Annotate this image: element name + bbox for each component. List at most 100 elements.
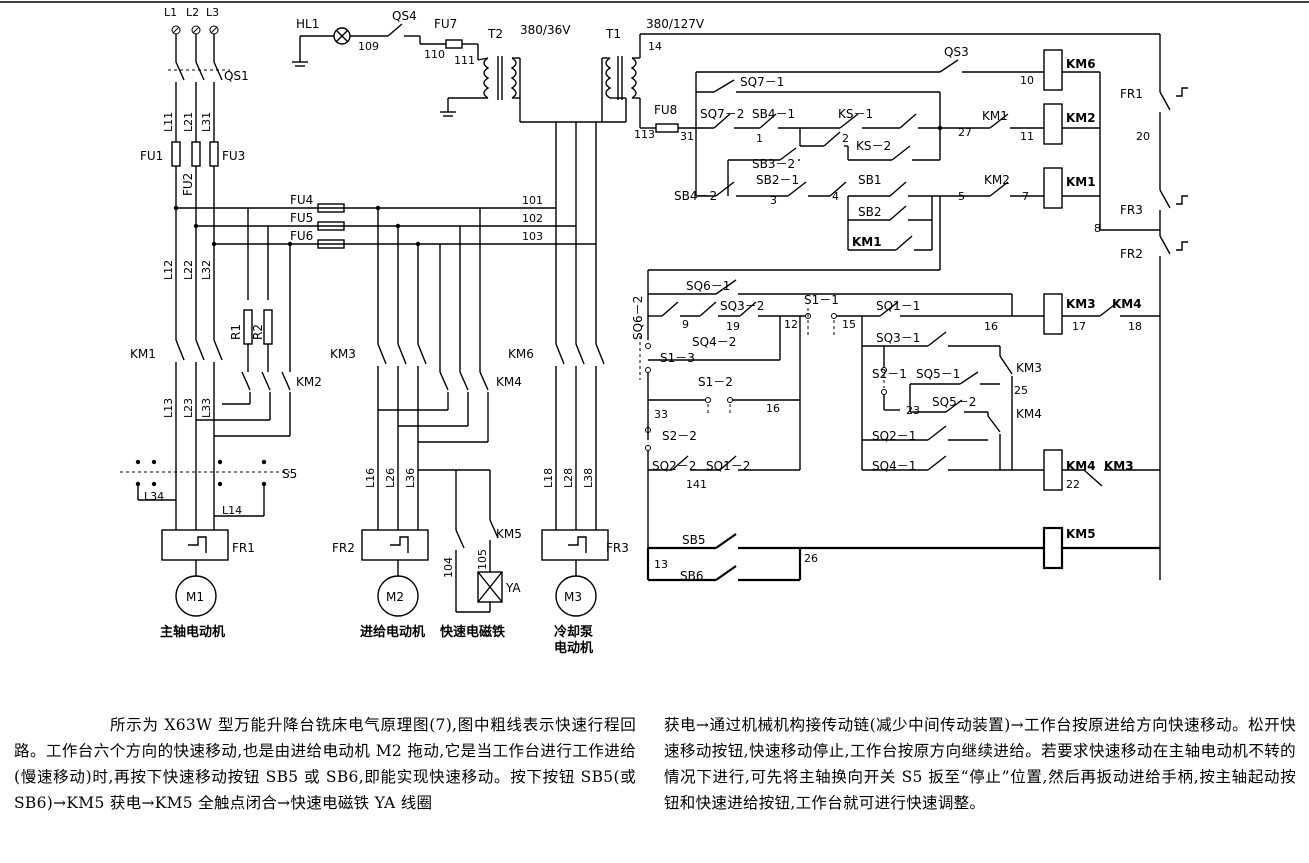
label-t2: T2: [487, 27, 503, 41]
label-l13: L13: [162, 398, 175, 418]
label-r1: R1: [229, 324, 243, 340]
label-s5: S5: [282, 467, 297, 481]
control-circuit-lower: [639, 270, 1160, 582]
label-qs4: QS4: [392, 9, 417, 23]
label-l3: L3: [206, 6, 219, 19]
labels: L1 L2 L3 QS1 L11 L21 L31 FU1 FU2 FU3 L12…: [130, 6, 1150, 656]
label-33: 33: [654, 408, 668, 421]
label-sq4-2: SQ4－2: [692, 335, 736, 349]
label-20: 20: [1136, 130, 1150, 143]
label-qs3: QS3: [944, 45, 969, 59]
label-fr1: FR1: [232, 541, 255, 555]
label-sq3-2: SQ3－2: [720, 299, 764, 313]
label-s1-2: S1－2: [698, 375, 733, 389]
fuse-fu3: [209, 141, 219, 167]
label-16b: 16: [766, 402, 780, 415]
coil-km6: [1043, 49, 1063, 91]
label-l23: L23: [182, 398, 195, 418]
label-sb1: SB1: [858, 173, 881, 187]
label-110: 110: [424, 48, 445, 61]
label-sq5-1: SQ5－1: [916, 367, 960, 381]
label-t1: T1: [605, 27, 621, 41]
label-l32: L32: [200, 260, 213, 280]
motor-m3: [555, 575, 597, 617]
label-fu8: FU8: [654, 103, 677, 117]
label-km3-aux: KM3: [1016, 361, 1042, 375]
fuse-fu4: [317, 203, 345, 213]
label-fu2: FU2: [181, 173, 195, 196]
transformer-section: [292, 23, 1160, 133]
label-sq3-1: SQ3－1: [876, 331, 920, 345]
fr1-contact-hook: [1176, 87, 1188, 97]
label-sq6-1: SQ6－1: [686, 279, 730, 293]
label-m1: M1: [186, 590, 204, 604]
label-l12: L12: [162, 260, 175, 280]
label-km4: KM4: [496, 375, 522, 389]
label-sq4-1: SQ4－1: [872, 459, 916, 473]
label-sq2-1: SQ2－1: [872, 429, 916, 443]
label-sb4-1: SB4－1: [752, 107, 795, 121]
label-sq2-2: SQ2－2: [652, 459, 696, 473]
label-ya: YA: [505, 581, 521, 595]
label-sq5-2: SQ5－2: [932, 395, 976, 409]
label-141: 141: [686, 478, 707, 491]
power-circuit: [120, 25, 609, 617]
caption-feed-motor: 进给电动机: [360, 624, 425, 640]
label-l26: L26: [384, 468, 397, 488]
label-16: 16: [984, 320, 998, 333]
transformer-t2-secondary: [483, 57, 490, 99]
coil-km3: [1043, 293, 1063, 335]
fuse-fu6: [317, 239, 345, 249]
label-31: 31: [680, 130, 694, 143]
label-km3-coil: KM3: [1066, 297, 1096, 311]
fuse-fu1: [171, 141, 181, 167]
caption-rapid-magnet: 快速电磁铁: [440, 624, 505, 640]
label-l2: L2: [186, 6, 199, 19]
label-4: 4: [832, 190, 839, 203]
label-18: 18: [1128, 320, 1142, 333]
fuse-fu2: [191, 141, 201, 167]
label-hl1: HL1: [296, 17, 319, 31]
label-l16: L16: [364, 468, 377, 488]
transformer-t1-primary: [605, 57, 612, 99]
label-3: 3: [770, 194, 777, 207]
label-km1-aux: KM1: [982, 109, 1008, 123]
label-km6: KM6: [508, 347, 534, 361]
label-sb2-1: SB2－1: [756, 173, 799, 187]
label-km1-hold: KM1: [852, 235, 882, 249]
label-sq7-2: SQ7－2: [700, 107, 744, 121]
label-fr3: FR3: [606, 541, 629, 555]
label-105: 105: [476, 549, 489, 570]
label-km5: KM5: [496, 527, 522, 541]
label-l36: L36: [404, 468, 417, 488]
label-fr2: FR2: [332, 541, 355, 555]
label-104: 104: [442, 557, 455, 578]
label-5: 5: [958, 190, 965, 203]
label-23: 23: [906, 404, 920, 417]
transformer-t2-primary: [510, 57, 517, 99]
label-km6-coil: KM6: [1066, 57, 1096, 71]
label-sb2: SB2: [858, 205, 881, 219]
label-2: 2: [842, 132, 849, 145]
label-380-36: 380/36V: [520, 23, 571, 37]
coil-km5: [1042, 526, 1064, 570]
label-27: 27: [958, 126, 972, 139]
caption-coolant-line1: 冷却泵: [554, 624, 593, 640]
label-km1: KM1: [130, 347, 156, 361]
label-m3: M3: [564, 590, 582, 604]
coil-km1: [1043, 167, 1063, 209]
label-ks-2: KS－2: [856, 139, 891, 153]
label-km1-coil: KM1: [1066, 175, 1096, 189]
label-km2: KM2: [296, 375, 322, 389]
thermal-relay-fr3: [541, 529, 609, 561]
label-8: 8: [1094, 222, 1101, 235]
label-l14: L14: [222, 504, 242, 517]
label-103: 103: [522, 230, 543, 243]
label-l33: L33: [200, 398, 213, 418]
label-km4-interlock: KM4: [1112, 297, 1142, 311]
label-102: 102: [522, 212, 543, 225]
label-s2-2: S2－2: [662, 429, 697, 443]
label-fr1-contact: FR1: [1120, 87, 1143, 101]
label-l18: L18: [542, 468, 555, 488]
label-sb5: SB5: [682, 533, 705, 547]
